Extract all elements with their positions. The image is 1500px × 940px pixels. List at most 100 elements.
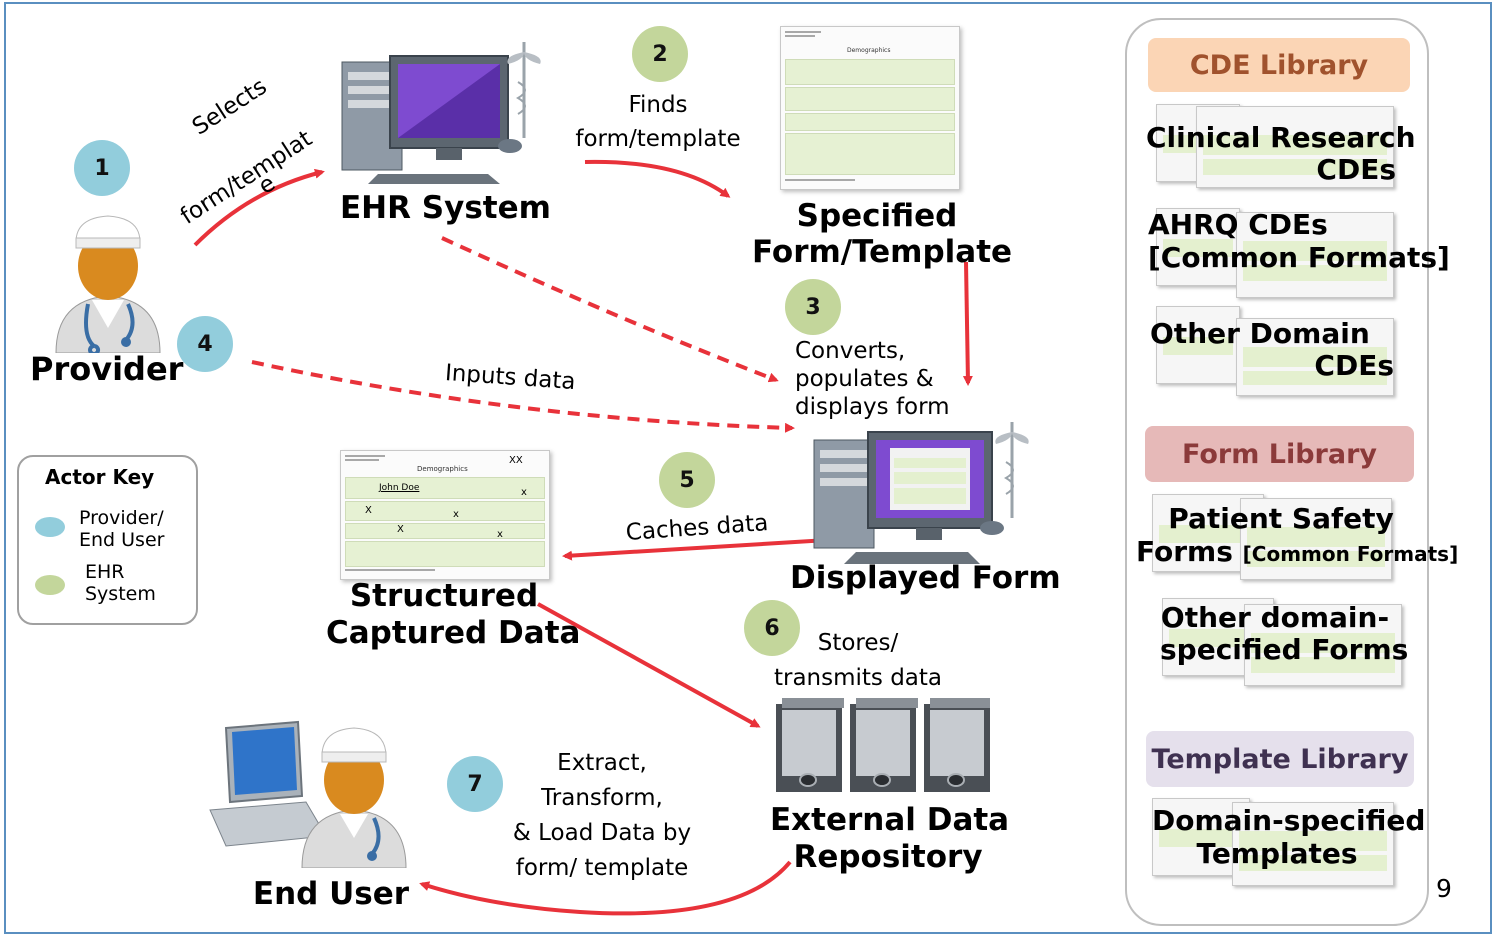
ehr-system-label: EHR System	[340, 190, 551, 226]
page-number: 9	[1436, 874, 1452, 903]
step-7-number: 7	[467, 771, 483, 797]
step-6-badge: 6	[744, 600, 800, 656]
patient-card-front	[1240, 498, 1392, 580]
template-card-front	[1232, 802, 1394, 886]
provider-key-line1: Provider/	[79, 507, 164, 529]
extract-label: Extract, Transform, & Load Data by form/…	[505, 746, 699, 886]
ehr-key-text: EHR System	[85, 561, 156, 605]
step-6-number: 6	[764, 615, 780, 641]
end-user-laptop-icon	[209, 720, 407, 868]
step-7-badge: 7	[447, 756, 503, 812]
templates-line2: Templates	[1196, 837, 1358, 870]
other-domain-line2: CDEs	[1314, 349, 1394, 382]
structured-mark-2: x	[521, 487, 527, 498]
provider-doctor-icon	[55, 215, 161, 353]
external-repository-label: External Data Repository	[770, 802, 1010, 876]
stores-line2: transmits data	[773, 665, 943, 691]
structured-data-form-thumbnail: Demographics XX John Doe x X x X x	[340, 450, 550, 580]
step-2-number: 2	[652, 41, 668, 67]
structured-form-title: Demographics	[417, 465, 468, 473]
converts-line2: populates &	[795, 366, 934, 392]
displayed-form-label: Displayed Form	[790, 560, 1061, 596]
end-user-label: End User	[252, 876, 410, 912]
other-domain-cdes[interactable]: Other Domain CDEs	[1150, 318, 1394, 382]
structured-line2: Captured Data	[326, 615, 581, 651]
other-form-card-front	[1244, 604, 1402, 686]
other-cde-card-back	[1156, 306, 1240, 384]
arrow-extract	[419, 860, 792, 916]
stores-label: Stores/ transmits data	[772, 626, 944, 696]
arrow-selects	[193, 168, 325, 247]
domain-specified-templates[interactable]: Domain-specified Templates	[1152, 804, 1426, 870]
actor-key-title: Actor Key	[45, 465, 155, 489]
arrow-ehr-converts	[441, 236, 779, 383]
arrow-template-to-display	[962, 261, 973, 386]
template-library-header: Template Library	[1146, 731, 1414, 787]
patient-safety-line1: Patient Safety	[1168, 502, 1394, 535]
arrow-stores	[537, 602, 761, 728]
clinical-research-line2: CDEs	[1316, 153, 1396, 186]
displayed-form-computer-icon	[813, 422, 1029, 564]
converts-line1: Converts,	[795, 338, 906, 364]
specified-form-thumbnail: Demographics	[780, 26, 960, 190]
patient-safety-line2a: Forms	[1136, 535, 1243, 568]
provider-swatch	[35, 517, 65, 537]
ahrq-card-back	[1156, 208, 1240, 286]
ehr-computer-icon	[341, 42, 541, 184]
templates-line1: Domain-specified	[1152, 804, 1426, 837]
finds-label: Finds form/template	[572, 88, 744, 156]
cde-library-header: CDE Library	[1148, 38, 1410, 92]
provider-key-line2: End User	[79, 529, 165, 551]
specified-form-title: Demographics	[847, 47, 891, 54]
ehr-key-line1: EHR	[85, 561, 125, 583]
step-1-number: 1	[94, 155, 110, 181]
slide-frame	[4, 2, 1492, 934]
step-5-badge: 5	[659, 452, 715, 508]
clinical-research-line1: Clinical Research	[1146, 121, 1416, 154]
clinical-research-cdes[interactable]: Clinical Research CDEs	[1146, 121, 1416, 186]
arrow-caches	[562, 538, 829, 561]
step-3-badge: 3	[785, 279, 841, 335]
external-line2: Repository	[793, 839, 983, 875]
ahrq-cdes[interactable]: AHRQ CDEs [Common Formats]	[1148, 208, 1450, 274]
finds-line2: form/template	[575, 126, 741, 152]
ehr-key-line2: System	[85, 583, 156, 605]
server-repository-icon	[776, 698, 990, 792]
extract-line4: form/ template	[515, 855, 689, 881]
other-domain-line1: Other Domain	[1150, 317, 1370, 350]
external-line1: External Data	[770, 802, 1010, 838]
extract-line2: Transform,	[541, 785, 663, 811]
finds-line1: Finds	[628, 92, 688, 118]
arrow-finds	[584, 159, 731, 198]
ahrq-line1: AHRQ CDEs	[1148, 208, 1328, 241]
other-domain-forms[interactable]: Other domain- specified Forms	[1160, 602, 1409, 666]
cde-card-front	[1196, 106, 1394, 188]
specified-form-label: Specified Form/Template	[752, 198, 1012, 270]
structured-data-label: Structured Captured Data	[326, 578, 581, 652]
step-4-number: 4	[197, 331, 213, 357]
structured-line1: Structured	[349, 578, 539, 614]
arrow-inputs	[251, 360, 795, 433]
specified-line1: Specified	[796, 198, 958, 234]
step-5-number: 5	[679, 467, 695, 493]
extract-line3: & Load Data by	[512, 820, 692, 846]
structured-mark-4: x	[453, 509, 459, 520]
patient-safety-forms[interactable]: Patient Safety Forms [Common Formats]	[1136, 502, 1458, 571]
ahrq-card-front	[1236, 212, 1394, 298]
extract-line1: Extract,	[557, 750, 647, 776]
form-library-header: Form Library	[1145, 426, 1414, 482]
step-3-number: 3	[805, 294, 821, 320]
patient-name-value: John Doe	[379, 483, 420, 493]
other-cde-card-front	[1236, 318, 1394, 396]
stores-line1: Stores/	[817, 630, 899, 656]
ehr-swatch	[35, 575, 65, 595]
structured-mark-1: XX	[509, 455, 523, 466]
provider-label: Provider	[30, 350, 184, 388]
other-forms-line2: specified Forms	[1160, 633, 1409, 666]
actor-key-legend: Actor Key Provider/ End User EHR System	[17, 455, 198, 625]
step-2-badge: 2	[632, 26, 688, 82]
patient-safety-line2b: [Common Formats]	[1242, 542, 1459, 566]
converts-line3: displays form	[795, 394, 950, 420]
